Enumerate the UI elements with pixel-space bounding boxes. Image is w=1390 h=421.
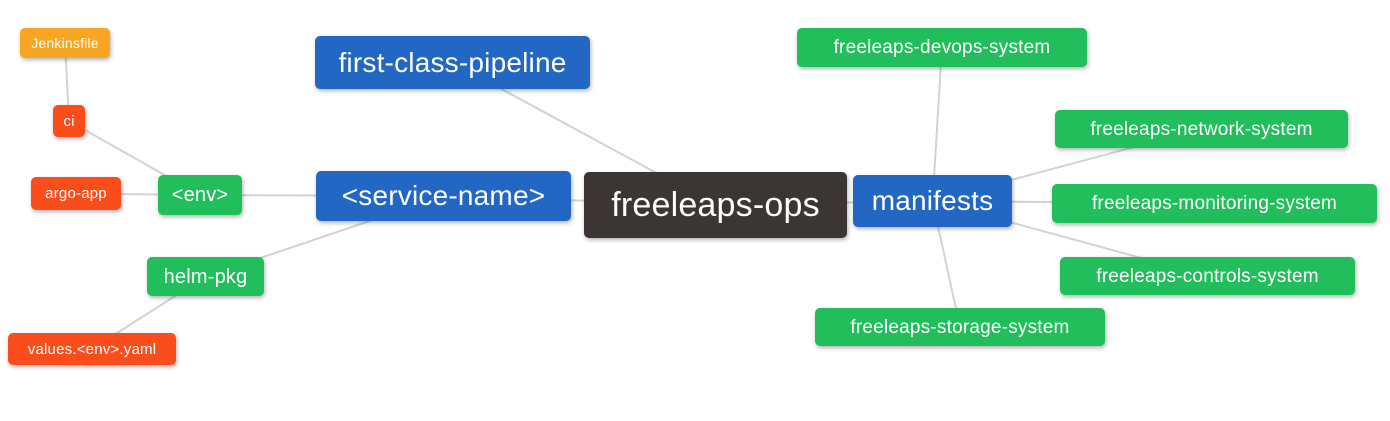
node-ci[interactable]: ci xyxy=(53,105,85,137)
node-argo-app[interactable]: argo-app xyxy=(31,177,121,210)
node-values-env-yaml[interactable]: values.<env>.yaml xyxy=(8,333,176,365)
node-jenkinsfile[interactable]: Jenkinsfile xyxy=(20,28,110,58)
node-first-class-pipeline[interactable]: first-class-pipeline xyxy=(315,36,590,89)
node-freeleaps-network-system[interactable]: freeleaps-network-system xyxy=(1055,110,1348,148)
node-service-name[interactable]: <service-name> xyxy=(316,171,571,221)
node-manifests[interactable]: manifests xyxy=(853,175,1012,227)
node-freeleaps-monitoring-system[interactable]: freeleaps-monitoring-system xyxy=(1052,184,1377,223)
node-freeleaps-devops-system[interactable]: freeleaps-devops-system xyxy=(797,28,1087,67)
node-freeleaps-controls-system[interactable]: freeleaps-controls-system xyxy=(1060,257,1355,295)
node-freeleaps-storage-system[interactable]: freeleaps-storage-system xyxy=(815,308,1105,346)
node-freeleaps-ops[interactable]: freeleaps-ops xyxy=(584,172,847,238)
node-helm-pkg[interactable]: helm-pkg xyxy=(147,257,264,296)
node-env[interactable]: <env> xyxy=(158,175,242,215)
